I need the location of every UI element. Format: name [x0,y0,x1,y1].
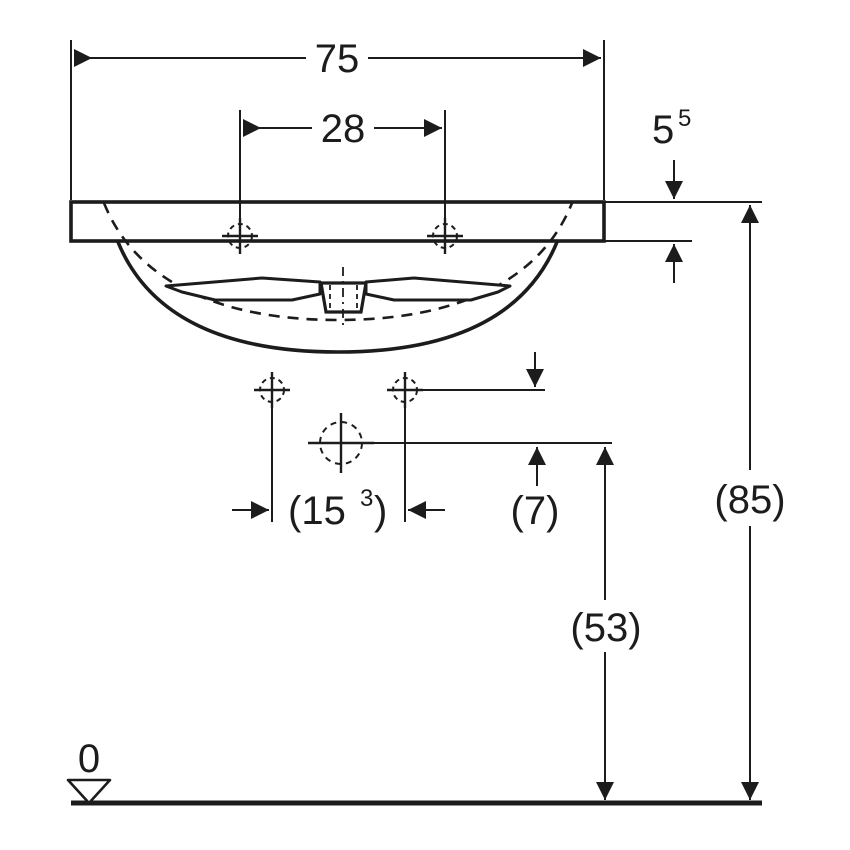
dim-label-offset15-close: ) [374,489,387,533]
supply-connection-left [254,372,290,408]
label-bg-85 [704,470,796,526]
feature-markers-group [222,218,463,473]
basin-rim-profile [69,200,606,243]
dim-label-overall-width: 75 [315,37,360,81]
dimension-labels-group: 75 28 5 5 (15 3 ) (7) (53) (85) 0 [78,32,796,781]
dim-label-rim-thickness: 5 [652,108,674,152]
dim-label-tap-spacing: 28 [321,107,366,151]
dim-label-offset15: (15 [288,489,346,533]
bowl-shelf-left [164,276,322,302]
floor-datum-triangle [66,778,112,805]
supply-connection-right [387,372,423,408]
dim-label-height53: (53) [570,606,641,650]
dimension-lines-group [70,40,762,800]
label-bg-7 [504,486,566,532]
tap-hole-marker-right [427,218,463,254]
dim-label-offset7: (7) [511,489,560,533]
basin-bowl-inner-dashed [102,202,574,322]
dim-label-offset15-superscript: 3 [360,485,373,512]
label-bg-75 [306,32,368,78]
dim-label-height85: (85) [714,478,785,522]
label-bg-53 [560,600,652,652]
bowl-shelf-right [364,276,512,302]
label-bg-28 [312,104,374,148]
drain-trap-box [319,281,368,314]
waste-outlet-circle [308,413,374,473]
dim-label-rim-thickness-superscript: 5 [678,105,691,132]
basin-bowl-outline [116,240,559,354]
label-bg-15 [286,484,390,532]
datum-label-zero: 0 [78,737,100,781]
tap-hole-marker-left [222,218,258,254]
basin-geometry-group [66,200,762,806]
